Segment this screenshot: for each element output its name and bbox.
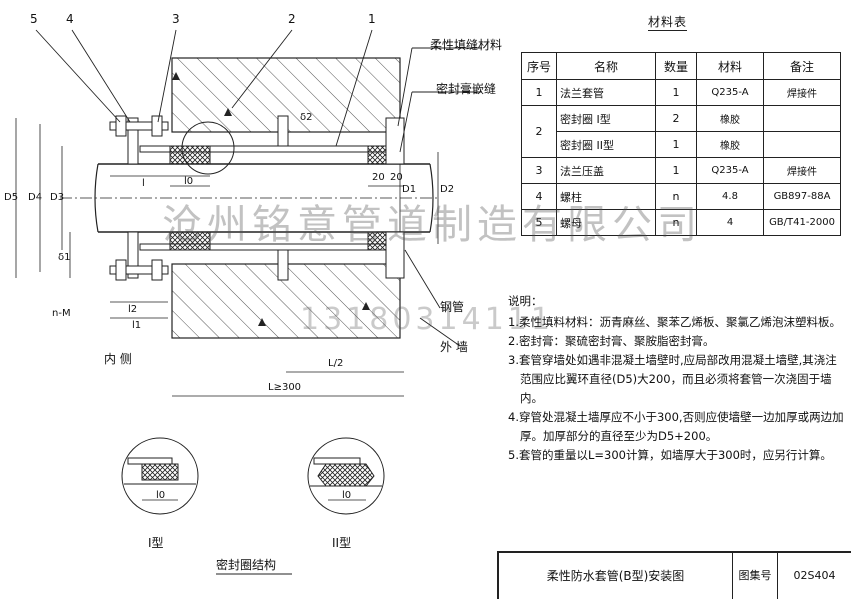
dim-half-l: L/2 bbox=[328, 358, 344, 369]
callout-1: 1 bbox=[368, 12, 376, 26]
detail1-caption: I型 bbox=[148, 536, 164, 550]
table-cell: 3 bbox=[521, 157, 557, 184]
dim-nm: n-M bbox=[52, 308, 71, 319]
dimension-lines bbox=[15, 118, 439, 397]
table-cell: 1 bbox=[655, 157, 697, 184]
callout-4: 4 bbox=[66, 12, 74, 26]
note-item: 3.套管穿墙处如遇非混凝土墙壁时,应局部改用混凝土墙壁,其浇注范围应比翼环直径(… bbox=[508, 353, 837, 405]
table-row: 3 法兰压盖 1 Q235-A 焊接件 bbox=[521, 157, 841, 184]
label-inside: 内 侧 bbox=[104, 352, 132, 366]
materials-table: 序号 名称 数量 材料 备注 1 法兰套管 1 Q235-A 焊接件 2 密封圈… bbox=[521, 52, 841, 236]
detail2-l0: l0 bbox=[342, 490, 352, 501]
note-item: 2.密封膏：聚硫密封膏、聚胺脂密封膏。 bbox=[508, 334, 715, 348]
col-header: 数量 bbox=[655, 52, 697, 80]
note-item: 5.套管的重量以L=300计算，如墙厚大于300时，应另行计算。 bbox=[508, 448, 832, 462]
dim-l300: L≥300 bbox=[268, 382, 302, 393]
table-cell: 1 bbox=[655, 131, 697, 158]
dim-d1: D1 bbox=[402, 184, 417, 195]
detail2-caption: II型 bbox=[332, 536, 352, 550]
table-cell: 2 bbox=[521, 105, 557, 158]
detail1-l0: l0 bbox=[156, 490, 166, 501]
table-cell: GB897-88A bbox=[763, 183, 841, 210]
table-cell: 密封圈 II型 bbox=[556, 131, 656, 158]
table-cell: 1 bbox=[521, 79, 557, 106]
detail-type-2 bbox=[307, 437, 385, 515]
dim-d4: D4 bbox=[28, 192, 43, 203]
dim-delta2: δ2 bbox=[300, 112, 313, 123]
watermark-company: 沧州铭意管道制造有限公司 bbox=[162, 202, 702, 248]
table-cell bbox=[763, 131, 841, 158]
callout-5: 5 bbox=[30, 12, 38, 26]
dim-l1: l1 bbox=[132, 320, 142, 331]
col-header: 序号 bbox=[521, 52, 557, 80]
dim-d2: D2 bbox=[440, 184, 455, 195]
atlas-label: 图集号 bbox=[733, 553, 778, 599]
table-cell: 1 bbox=[655, 79, 697, 106]
seal-rings bbox=[169, 145, 387, 251]
table-cell: 橡胶 bbox=[696, 105, 764, 132]
watermark-phone: 13180314111 bbox=[300, 302, 554, 337]
table-header-row: 序号 名称 数量 材料 备注 bbox=[521, 52, 841, 80]
table-cell: Q235-A bbox=[696, 79, 764, 106]
dim-20a: 20 bbox=[372, 172, 385, 183]
table-cell: 4.8 bbox=[696, 183, 764, 210]
notes-title: 说明： bbox=[508, 294, 543, 308]
note-item: 4.穿管处混凝土墙厚应不小于300,否则应使墙壁一边加厚或两边加厚。加厚部分的直… bbox=[508, 410, 844, 443]
table-cell: GB/T41-2000 bbox=[763, 209, 841, 236]
dim-l2: l2 bbox=[128, 304, 138, 315]
dim-d5: D5 bbox=[4, 192, 19, 203]
label-steel-pipe: 钢管 bbox=[440, 300, 465, 314]
dim-20b: 20 bbox=[390, 172, 403, 183]
note-item: 1.柔性填料材料：沥青麻丝、聚苯乙烯板、聚氯乙烯泡沫塑料板。 bbox=[508, 315, 841, 329]
detail-section-caption: 密封圈结构 bbox=[216, 558, 277, 572]
table-cell: 螺柱 bbox=[556, 183, 656, 210]
dim-d3: D3 bbox=[50, 192, 65, 203]
bolts bbox=[109, 115, 169, 281]
callout-3: 3 bbox=[172, 12, 180, 26]
drawing-name: 柔性防水套管(B型)安装图 bbox=[499, 553, 733, 599]
table-cell: n bbox=[655, 209, 697, 236]
col-header: 材料 bbox=[696, 52, 764, 80]
detail-type-1 bbox=[121, 437, 199, 515]
table-cell: 法兰套管 bbox=[556, 79, 656, 106]
table-row: 5 螺母 n 4 GB/T41-2000 bbox=[521, 209, 841, 236]
dim-delta1: δ1 bbox=[58, 252, 71, 263]
col-header: 备注 bbox=[763, 52, 841, 80]
label-outside: 外 墙 bbox=[440, 340, 468, 354]
table-cell: 法兰压盖 bbox=[556, 157, 656, 184]
label-sealant: 密封膏嵌缝 bbox=[436, 82, 497, 96]
atlas-number: 02S404 bbox=[793, 569, 836, 582]
dim-l: l bbox=[142, 178, 145, 189]
table-cell: 焊接件 bbox=[763, 79, 841, 106]
table-cell: Q235-A bbox=[696, 157, 764, 184]
table-cell: 螺母 bbox=[556, 209, 656, 236]
table-row: 2 密封圈 I型 2 橡胶 bbox=[521, 105, 841, 158]
title-block: 柔性防水套管(B型)安装图 图集号 02S404 bbox=[497, 551, 851, 599]
table-cell: 5 bbox=[521, 209, 557, 236]
notes: 说明： 1.柔性填料材料：沥青麻丝、聚苯乙烯板、聚氯乙烯泡沫塑料板。 2.密封膏… bbox=[508, 292, 846, 465]
leader-lines bbox=[35, 29, 482, 347]
table-cell: n bbox=[655, 183, 697, 210]
label-flexible-fill: 柔性填缝材料 bbox=[430, 38, 503, 52]
materials-table-title: 材料表 bbox=[648, 15, 688, 31]
table-cell bbox=[763, 105, 841, 132]
table-cell: 2 bbox=[655, 105, 697, 132]
table-cell: 4 bbox=[696, 209, 764, 236]
dim-l0: l0 bbox=[184, 176, 194, 187]
callout-2: 2 bbox=[288, 12, 296, 26]
table-row: 4 螺柱 n 4.8 GB897-88A bbox=[521, 183, 841, 210]
table-cell: 橡胶 bbox=[696, 131, 764, 158]
table-cell: 密封圈 I型 bbox=[556, 105, 656, 132]
table-row: 1 法兰套管 1 Q235-A 焊接件 bbox=[521, 79, 841, 106]
table-row: 密封圈 II型 1 橡胶 bbox=[522, 131, 841, 158]
flanged-sleeve bbox=[127, 115, 405, 281]
table-cell: 焊接件 bbox=[763, 157, 841, 184]
col-header: 名称 bbox=[556, 52, 656, 80]
